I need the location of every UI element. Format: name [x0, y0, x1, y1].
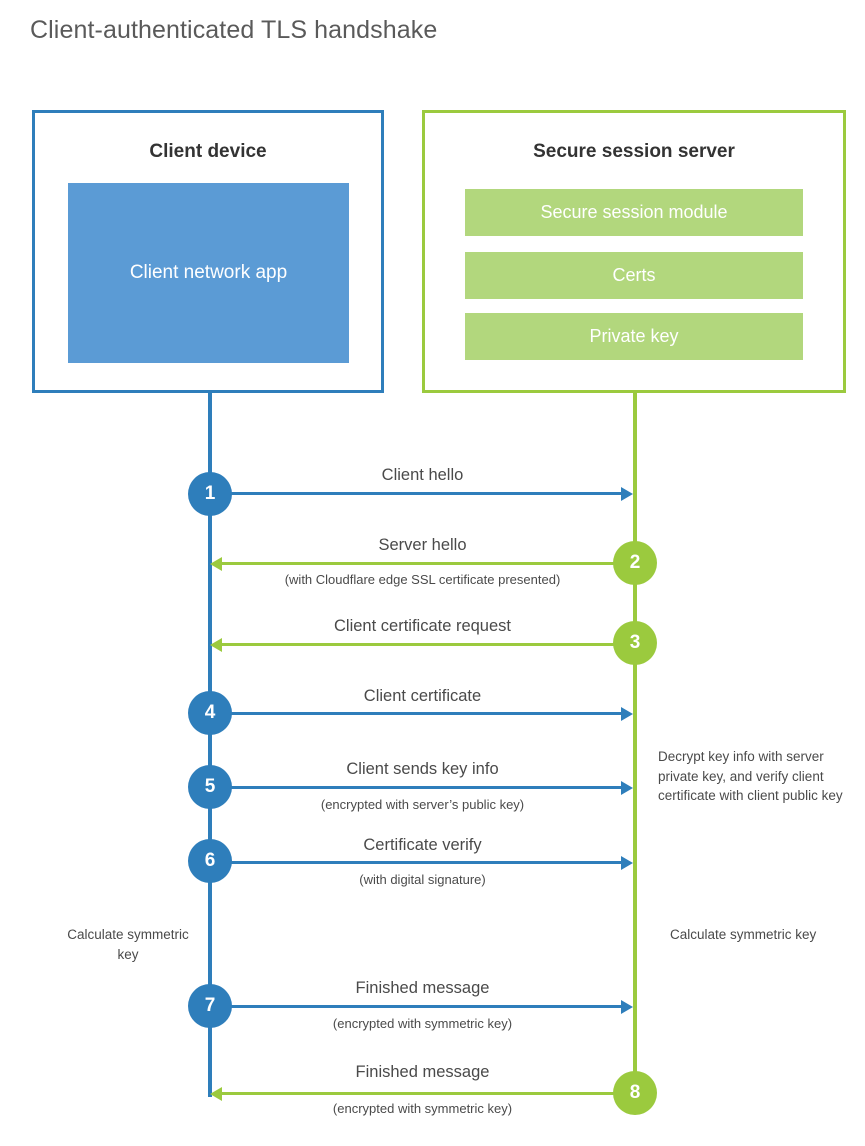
step-2-arrow-head-icon	[210, 557, 222, 571]
server-calculate-symmetric-key-note: Calculate symmetric key	[670, 927, 817, 942]
step-7-circle: 7	[188, 984, 232, 1028]
step-1-label: Client hello	[381, 466, 464, 484]
step-7-arrow-head-icon	[621, 1000, 633, 1014]
server-component-secure-session-module: Secure session module	[465, 189, 803, 236]
client-device-box: Client device Client network app	[32, 110, 384, 393]
client-network-app-block: Client network app	[68, 183, 349, 363]
secure-session-server-box: Secure session server Secure session mod…	[422, 110, 846, 393]
step-5-arrow-line	[210, 786, 623, 789]
step-1-arrow-line	[210, 492, 623, 495]
step-4-circle: 4	[188, 691, 232, 735]
step-2-label: Server hello	[378, 536, 467, 554]
server-decrypt-note: Decrypt key info with server private key…	[658, 749, 843, 804]
step-7-label: Finished message	[355, 979, 490, 997]
step-6-label: Certificate verify	[363, 836, 482, 854]
step-6-circle: 6	[188, 839, 232, 883]
step-4-arrow-head-icon	[621, 707, 633, 721]
client-calculate-symmetric-key-note: Calculate symmetric key	[67, 927, 189, 962]
client-lifeline	[208, 392, 212, 1097]
step-1-circle: 1	[188, 472, 232, 516]
step-5-circle: 5	[188, 765, 232, 809]
step-6-sublabel: (with digital signature)	[359, 872, 486, 887]
step-7-arrow-line	[210, 1005, 623, 1008]
step-8-arrow-head-icon	[210, 1087, 222, 1101]
secure-session-server-title: Secure session server	[533, 141, 735, 162]
server-lifeline	[633, 392, 637, 1093]
step-2-sublabel: (with Cloudflare edge SSL certificate pr…	[284, 572, 561, 587]
client-device-title: Client device	[149, 141, 267, 162]
step-3-label: Client certificate request	[334, 617, 511, 635]
server-component-private-key: Private key	[465, 313, 803, 360]
step-8-arrow-line	[222, 1092, 635, 1095]
step-3-arrow-line	[222, 643, 635, 646]
server-component-certs: Certs	[465, 252, 803, 299]
page-title: Client-authenticated TLS handshake	[30, 16, 438, 44]
step-3-circle: 3	[613, 621, 657, 665]
step-8-circle: 8	[613, 1071, 657, 1115]
step-5-arrow-head-icon	[621, 781, 633, 795]
step-5-label: Client sends key info	[346, 760, 499, 778]
step-8-label: Finished message	[355, 1063, 490, 1081]
step-8-sublabel: (encrypted with symmetric key)	[332, 1101, 513, 1116]
step-2-circle: 2	[613, 541, 657, 585]
step-6-arrow-head-icon	[621, 856, 633, 870]
step-4-label: Client certificate	[363, 687, 482, 705]
step-1-arrow-head-icon	[621, 487, 633, 501]
step-3-arrow-head-icon	[210, 638, 222, 652]
step-5-sublabel: (encrypted with server’s public key)	[320, 797, 525, 812]
step-4-arrow-line	[210, 712, 623, 715]
step-7-sublabel: (encrypted with symmetric key)	[332, 1016, 513, 1031]
step-2-arrow-line	[222, 562, 635, 565]
step-6-arrow-line	[210, 861, 623, 864]
